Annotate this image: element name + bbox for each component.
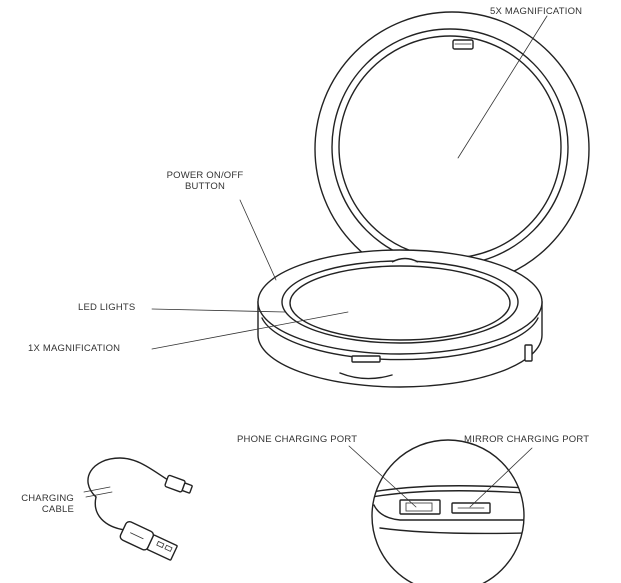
label-charging-cable-line2: CABLE: [41, 504, 74, 515]
leader-mirror-port: [469, 447, 533, 508]
leader-power: [239, 199, 277, 281]
label-power-button-line2: BUTTON: [184, 181, 226, 192]
charging-cable-drawing: [83, 457, 193, 561]
front-tab: [351, 355, 381, 363]
ports-detail: [348, 439, 533, 583]
label-5x-magnification: 5X MAGNIFICATION: [490, 6, 583, 17]
phone-port: [399, 499, 441, 515]
leader-phone-port: [348, 445, 417, 508]
label-phone-charging-port: PHONE CHARGING PORT: [237, 434, 358, 445]
label-power-button-line1: POWER ON/OFF: [166, 170, 244, 181]
lid-latch: [452, 39, 474, 50]
label-charging-cable-line1: CHARGING: [21, 493, 74, 504]
label-1x-magnification: 1X MAGNIFICATION: [28, 343, 121, 354]
label-led-lights: LED LIGHTS: [78, 302, 136, 313]
label-power-button: POWER ON/OFF BUTTON: [155, 170, 255, 192]
mirror-lid: [314, 11, 590, 287]
leader-5x: [457, 15, 548, 159]
label-charging-cable: CHARGING CABLE: [6, 493, 74, 515]
label-mirror-charging-port: MIRROR CHARGING PORT: [464, 434, 590, 445]
leader-led: [151, 308, 286, 313]
mirror-base: [257, 249, 543, 388]
leader-1x: [151, 311, 349, 350]
side-port: [524, 344, 533, 362]
